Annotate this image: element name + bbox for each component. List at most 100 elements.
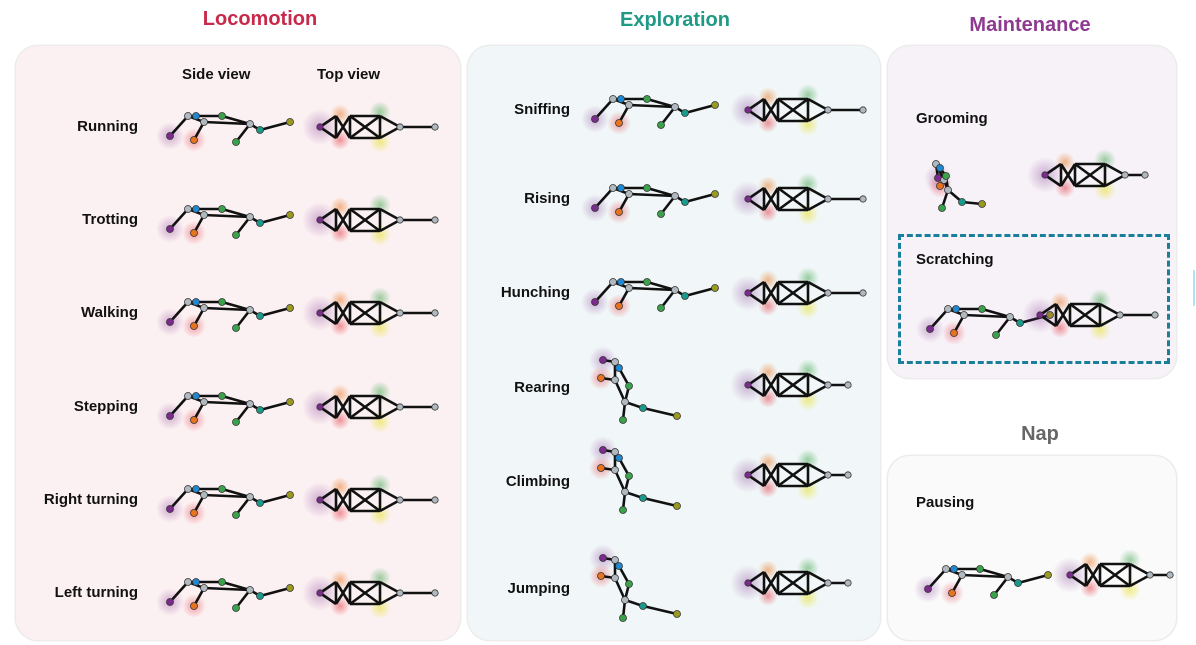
keypoint — [287, 212, 294, 219]
keypoint — [825, 290, 831, 296]
group-title-nap: Nap — [990, 423, 1090, 446]
keypoint — [317, 124, 323, 130]
keypoint — [201, 585, 208, 592]
keypoint — [977, 566, 984, 573]
keypoint — [317, 590, 323, 596]
keypoint — [979, 306, 986, 313]
keypoint — [247, 214, 254, 221]
keypoint — [1015, 580, 1022, 587]
keypoint — [612, 575, 619, 582]
keypoint — [592, 205, 599, 212]
behavior-label-stepping: Stepping — [8, 398, 138, 415]
keypoint — [432, 497, 438, 503]
keypoint — [825, 382, 831, 388]
keypoint — [622, 489, 629, 496]
keypoint — [191, 230, 198, 237]
keypoint — [658, 122, 665, 129]
keypoint — [592, 299, 599, 306]
keypoint — [287, 492, 294, 499]
keypoint — [622, 597, 629, 604]
keypoint — [993, 332, 1000, 339]
keypoint — [397, 310, 403, 316]
keypoint — [825, 580, 831, 586]
edge-mark — [1193, 270, 1195, 306]
keypoint — [600, 555, 607, 562]
keypoint — [927, 326, 934, 333]
keypoint — [1042, 172, 1048, 178]
group-title-maintenance: Maintenance — [930, 14, 1130, 37]
keypoint — [193, 113, 200, 120]
keypoint — [616, 303, 623, 310]
keypoint — [191, 510, 198, 517]
behavior-label-hunching: Hunching — [440, 284, 570, 301]
keypoint — [397, 404, 403, 410]
keypoint — [672, 193, 679, 200]
keypoint — [682, 199, 689, 206]
keypoint — [233, 419, 240, 426]
keypoint — [201, 492, 208, 499]
keypoint — [185, 579, 192, 586]
keypoint — [247, 401, 254, 408]
keypoint — [201, 305, 208, 312]
keypoint — [193, 579, 200, 586]
keypoint — [257, 407, 264, 414]
top-view-figure — [738, 350, 878, 420]
behavior-label-rearing: Rearing — [440, 379, 570, 396]
keypoint — [219, 579, 226, 586]
keypoint — [825, 196, 831, 202]
skeleton-bone — [685, 194, 715, 202]
top-view-figure — [1030, 280, 1170, 350]
top-view-figure — [310, 185, 450, 255]
keypoint — [610, 185, 617, 192]
keypoint — [937, 183, 944, 190]
keypoint — [247, 307, 254, 314]
keypoint — [287, 585, 294, 592]
keypoint — [745, 290, 751, 296]
keypoint — [167, 319, 174, 326]
keypoint — [397, 497, 403, 503]
keypoint — [618, 279, 625, 286]
keypoint — [397, 217, 403, 223]
keypoint — [257, 500, 264, 507]
keypoint — [598, 573, 605, 580]
skeleton-bone — [260, 122, 290, 130]
keypoint — [672, 287, 679, 294]
keypoint — [1017, 320, 1024, 327]
keypoint — [745, 580, 751, 586]
keypoint — [626, 285, 633, 292]
keypoint — [616, 365, 623, 372]
keypoint — [674, 611, 681, 618]
keypoint — [257, 220, 264, 227]
side-view-figure — [585, 350, 725, 420]
skeleton-bone — [260, 588, 290, 596]
keypoint — [658, 211, 665, 218]
keypoint — [616, 563, 623, 570]
behavior-label-climbing: Climbing — [440, 473, 570, 490]
keypoint — [712, 285, 719, 292]
keypoint — [640, 603, 647, 610]
keypoint — [219, 299, 226, 306]
keypoint — [167, 133, 174, 140]
keypoint — [979, 201, 986, 208]
keypoint — [185, 113, 192, 120]
keypoint — [1142, 172, 1148, 178]
keypoint — [674, 413, 681, 420]
keypoint — [432, 124, 438, 130]
keypoint — [219, 393, 226, 400]
skeleton-bone — [643, 498, 677, 506]
side-view-figure — [585, 258, 725, 328]
behavior-label-jumping: Jumping — [440, 580, 570, 597]
keypoint — [860, 196, 866, 202]
keypoint — [674, 503, 681, 510]
skeleton-bone — [260, 495, 290, 503]
keypoint — [640, 405, 647, 412]
keypoint — [959, 199, 966, 206]
keypoint — [620, 417, 627, 424]
top-view-figure — [310, 558, 450, 628]
keypoint — [247, 121, 254, 128]
keypoint — [945, 187, 952, 194]
behavior-label-grooming: Grooming — [916, 110, 988, 127]
keypoint — [745, 196, 751, 202]
side-view-figure — [160, 278, 300, 348]
keypoint — [626, 191, 633, 198]
